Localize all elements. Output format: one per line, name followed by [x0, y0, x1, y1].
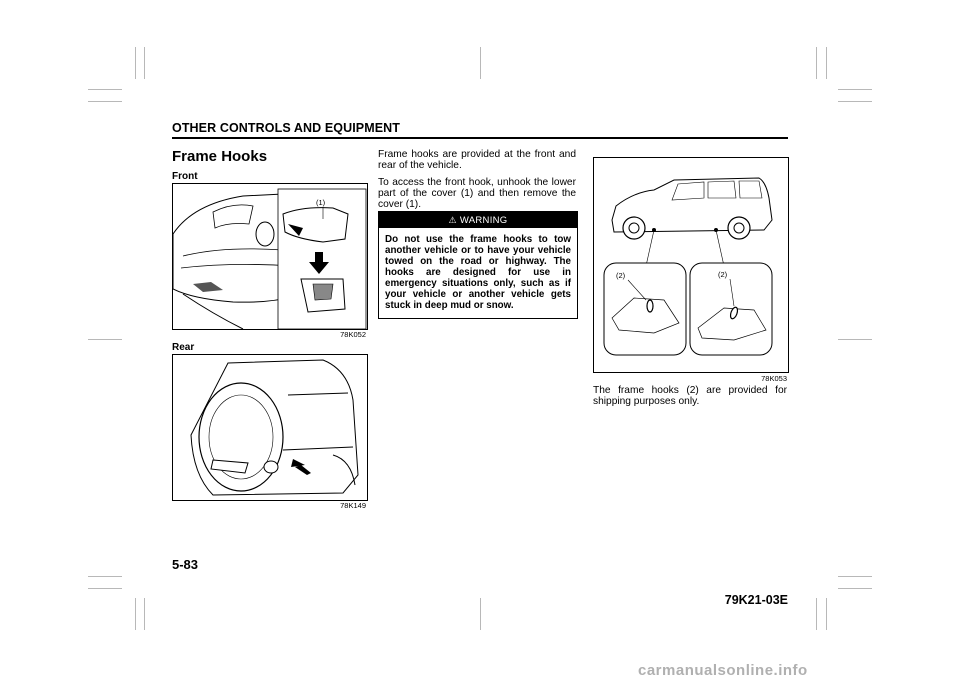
crop-mark	[135, 598, 136, 630]
crop-mark	[88, 89, 122, 90]
crop-mark	[144, 598, 145, 630]
front-callout: (1)	[316, 198, 326, 207]
rear-label: Rear	[172, 342, 195, 353]
crop-mark	[816, 47, 817, 79]
crop-mark	[480, 598, 481, 630]
frame-hooks-side-illustration: (2) (2)	[593, 157, 789, 373]
crop-mark	[816, 598, 817, 630]
intro-paragraph-2: To access the front hook, unhook the low…	[378, 177, 576, 211]
crop-mark	[838, 101, 872, 102]
crop-mark	[88, 339, 122, 340]
warning-title: WARNING	[459, 215, 508, 226]
page-number: 5-83	[172, 557, 199, 572]
side-callout-left: (2)	[616, 271, 626, 280]
rear-hook-illustration	[172, 354, 368, 501]
front-label: Front	[172, 171, 198, 182]
warning-box: ⚠ WARNING Do not use the frame hooks to …	[378, 211, 578, 319]
document-code: 79K21-03E	[724, 593, 788, 607]
front-hook-illustration: (1)	[172, 183, 368, 330]
crop-mark	[826, 598, 827, 630]
crop-mark	[838, 89, 872, 90]
crop-mark	[826, 47, 827, 79]
front-figure-code: 78K052	[340, 330, 366, 339]
header-title: OTHER CONTROLS AND EQUIPMENT	[172, 121, 401, 135]
side-figure-code: 78K053	[761, 374, 787, 383]
shipping-paragraph: The frame hooks (2) are provided for shi…	[593, 385, 787, 408]
rear-figure-code: 78K149	[340, 501, 366, 510]
header-rule	[172, 137, 788, 139]
crop-mark	[88, 588, 122, 589]
crop-mark	[135, 47, 136, 79]
warning-header: ⚠ WARNING	[379, 212, 577, 228]
section-title: Frame Hooks	[172, 148, 268, 165]
crop-mark	[144, 47, 145, 79]
crop-mark	[838, 576, 872, 577]
crop-mark	[838, 339, 872, 340]
intro-paragraph-1: Frame hooks are provided at the front an…	[378, 149, 576, 172]
warning-triangle-icon: ⚠	[448, 215, 457, 225]
watermark: carmanualsonline.info	[638, 662, 808, 679]
crop-mark	[838, 588, 872, 589]
crop-mark	[88, 576, 122, 577]
warning-text: Do not use the frame hooks to tow anothe…	[385, 234, 571, 311]
crop-mark	[480, 47, 481, 79]
crop-mark	[88, 101, 122, 102]
side-callout-right: (2)	[718, 270, 728, 279]
